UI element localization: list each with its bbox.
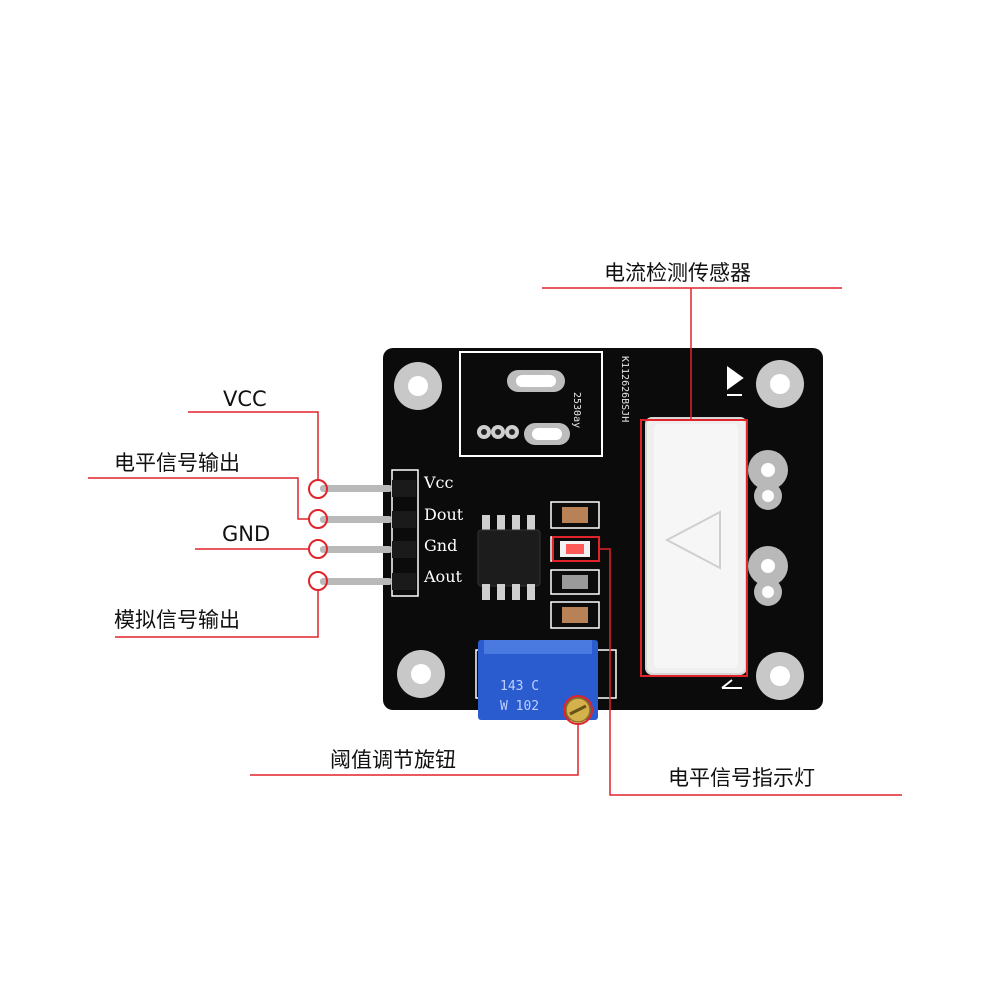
current-sensor (645, 417, 747, 675)
highlight-current-sensor (640, 419, 748, 677)
pin-label-vcc: Vcc (423, 473, 454, 492)
leader-vcc (188, 411, 319, 480)
pot-marking-1: 143 C (500, 679, 539, 694)
pot-marking-2: W 102 (500, 699, 539, 714)
pin-header-outline (391, 469, 419, 597)
pin-label-aout: Aout (423, 567, 462, 586)
pin-label-dout: Dout (424, 505, 464, 524)
smd-resistor (550, 569, 600, 595)
label-current-sensor: 电流检测传感器 (604, 261, 751, 285)
smd-capacitor-1 (550, 501, 600, 529)
transformer-marking: 2530ay (571, 392, 582, 428)
label-analog-output: 模拟信号输出 (114, 608, 240, 632)
leader-lines (88, 287, 902, 796)
pin-gnd (320, 541, 416, 558)
sensor-direction-marks (721, 366, 744, 689)
mounting-hole-bottom-left (397, 650, 445, 698)
pin-vcc (320, 480, 416, 497)
transformer-footprint: 2530ay (459, 351, 603, 457)
label-gnd: GND (222, 522, 271, 546)
pin-aout (320, 573, 416, 590)
mounting-hole-top-right (756, 360, 804, 408)
smd-capacitor-2 (550, 601, 600, 629)
serial-number: K112626BSJH (619, 356, 630, 422)
leader-level-output (88, 477, 309, 520)
label-threshold-knob: 阈值调节旋钮 (330, 748, 456, 772)
sensor-pads (748, 450, 788, 606)
pin-dout (320, 511, 416, 528)
label-level-indicator: 电平信号指示灯 (668, 766, 815, 790)
label-level-output: 电平信号输出 (114, 451, 240, 475)
leader-level-indicator (599, 548, 902, 796)
opamp-ic (477, 515, 541, 600)
threshold-potentiometer: 143 C W 102 (478, 640, 598, 723)
mounting-hole-bottom-right (756, 652, 804, 700)
mounting-hole-top-left (394, 362, 442, 410)
leader-analog-output (115, 590, 319, 638)
pin-label-gnd: Gnd (424, 536, 457, 555)
label-vcc: VCC (223, 387, 267, 411)
leader-threshold-knob (250, 724, 579, 776)
